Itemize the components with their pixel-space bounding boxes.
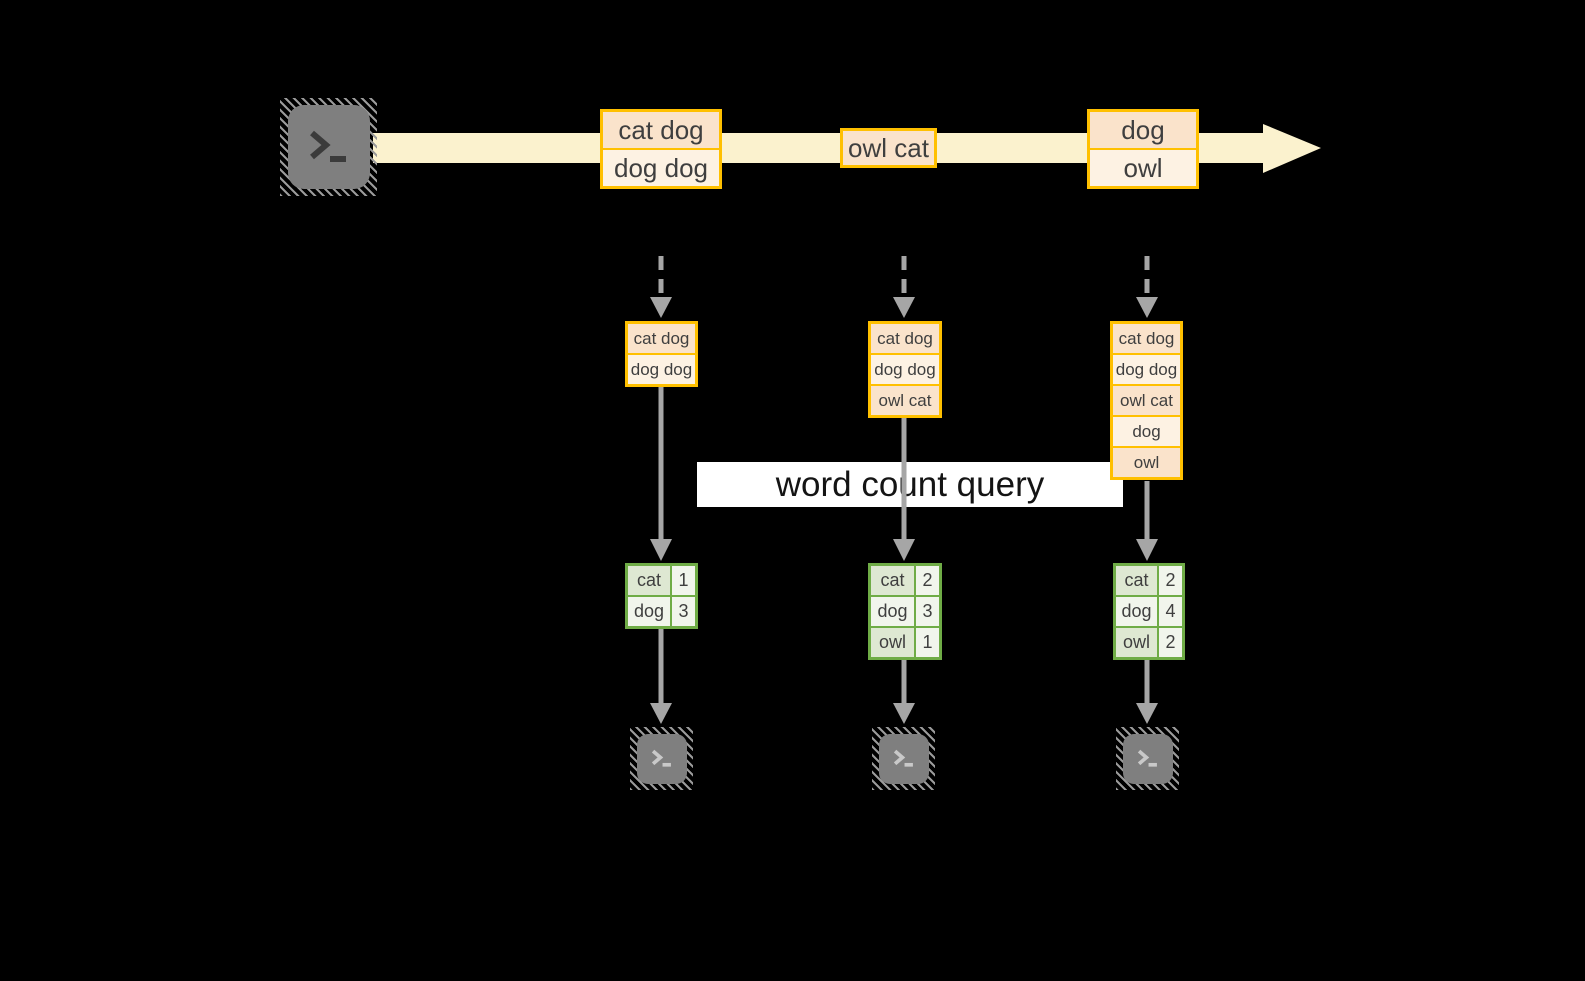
ingest-arrow [650, 256, 672, 318]
output-arrow [650, 629, 672, 724]
stream-event-box: owl cat [840, 128, 937, 168]
batch-stack: cat dog dog dog [625, 321, 698, 387]
word-cell: dog [871, 597, 914, 626]
batch-cell: owl cat [871, 384, 939, 415]
sink-terminal-icon [630, 727, 693, 790]
event-cell: owl [1090, 148, 1196, 186]
ingest-arrow [893, 256, 915, 318]
sink-terminal-icon [872, 727, 935, 790]
stream-event-box: cat dog dog dog [600, 109, 722, 189]
count-row: cat 2 [1116, 566, 1182, 595]
word-cell: dog [1116, 597, 1157, 626]
count-table: cat 2 dog 4 owl 2 [1113, 563, 1185, 660]
count-row: dog 3 [628, 595, 695, 626]
batch-cell: cat dog [1113, 324, 1180, 353]
word-cell: owl [1116, 628, 1157, 657]
count-cell: 2 [1157, 628, 1182, 657]
event-cell: cat dog [603, 112, 719, 148]
terminal-prompt-icon [287, 105, 370, 189]
stream-timeline-arrowhead [1263, 124, 1321, 173]
batch-cell: dog dog [1113, 353, 1180, 384]
batch-stack: cat dog dog dog owl cat dog owl [1110, 321, 1183, 480]
count-table: cat 2 dog 3 owl 1 [868, 563, 942, 660]
count-cell: 3 [670, 597, 695, 626]
count-row: cat 2 [871, 566, 939, 595]
batch-stack: cat dog dog dog owl cat [868, 321, 942, 418]
word-cell: cat [871, 566, 914, 595]
batch-cell: dog [1113, 415, 1180, 446]
event-cell: dog dog [603, 148, 719, 186]
query-label-banner: word count query [697, 462, 1123, 507]
count-row: owl 1 [871, 626, 939, 657]
word-cell: cat [1116, 566, 1157, 595]
batch-cell: cat dog [871, 324, 939, 353]
word-cell: owl [871, 628, 914, 657]
source-terminal-icon [280, 98, 377, 196]
stream-event-box: dog owl [1087, 109, 1199, 189]
count-row: cat 1 [628, 566, 695, 595]
output-arrow [1136, 660, 1158, 724]
count-cell: 1 [914, 628, 939, 657]
event-cell: dog [1090, 112, 1196, 148]
terminal-prompt-icon [878, 733, 929, 784]
event-cell: owl cat [843, 131, 934, 165]
batch-cell: dog dog [871, 353, 939, 384]
query-arrow [650, 387, 672, 561]
ingest-arrow [1136, 256, 1158, 318]
count-cell: 1 [670, 566, 695, 595]
batch-cell: owl cat [1113, 384, 1180, 415]
word-cell: dog [628, 597, 670, 626]
count-row: dog 4 [1116, 595, 1182, 626]
output-arrow [893, 660, 915, 724]
count-row: owl 2 [1116, 626, 1182, 657]
count-cell: 3 [914, 597, 939, 626]
count-cell: 2 [914, 566, 939, 595]
count-cell: 4 [1157, 597, 1182, 626]
batch-cell: owl [1113, 446, 1180, 477]
count-row: dog 3 [871, 595, 939, 626]
count-cell: 2 [1157, 566, 1182, 595]
batch-cell: dog dog [628, 353, 695, 384]
sink-terminal-icon [1116, 727, 1179, 790]
batch-cell: cat dog [628, 324, 695, 353]
query-arrow [1136, 481, 1158, 561]
terminal-prompt-icon [1122, 733, 1173, 784]
terminal-prompt-icon [636, 733, 687, 784]
word-cell: cat [628, 566, 670, 595]
count-table: cat 1 dog 3 [625, 563, 698, 629]
